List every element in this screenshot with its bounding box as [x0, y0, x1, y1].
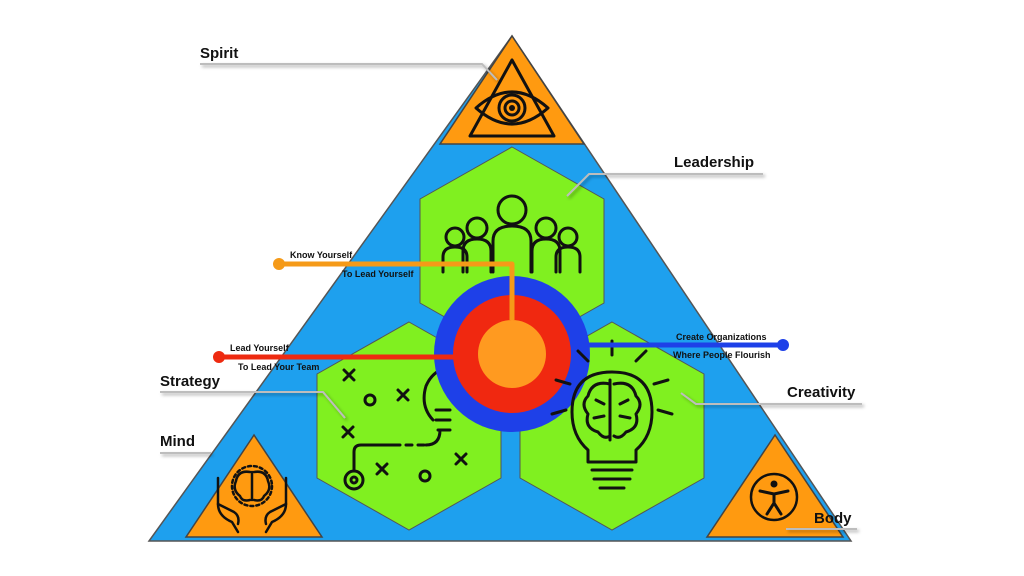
- all-seeing-eye-icon: [468, 58, 556, 138]
- blue-connector-line1: Create Organizations: [676, 332, 767, 342]
- strategy-label: Strategy: [160, 373, 221, 390]
- body-label: Body: [814, 510, 852, 527]
- creativity-label: Creativity: [787, 384, 856, 401]
- red-connector: [213, 351, 456, 363]
- brain-lightbulb-icon: [550, 339, 674, 490]
- mind-label: Mind: [160, 433, 195, 450]
- brain-in-hands-icon: [216, 464, 288, 534]
- orange-connector-line2: To Lead Yourself: [342, 269, 415, 279]
- label-leader-lines: [160, 63, 862, 530]
- leadership-label: Leadership: [674, 154, 754, 171]
- spirit-corner-triangle: [438, 34, 586, 145]
- blue-connector-line2: Where People Flourish: [673, 350, 771, 360]
- red-connector-line1: Lead Yourself: [230, 343, 290, 353]
- orange-connector-line1: Know Yourself: [290, 250, 353, 260]
- red-connector-line2: To Lead Your Team: [238, 362, 319, 372]
- team-people-icon: [441, 194, 582, 274]
- orange-connector: [273, 258, 515, 320]
- core-circle: [478, 320, 546, 388]
- spirit-label: Spirit: [200, 45, 238, 62]
- blue-connector: [585, 339, 789, 351]
- human-figure-icon: [749, 472, 799, 522]
